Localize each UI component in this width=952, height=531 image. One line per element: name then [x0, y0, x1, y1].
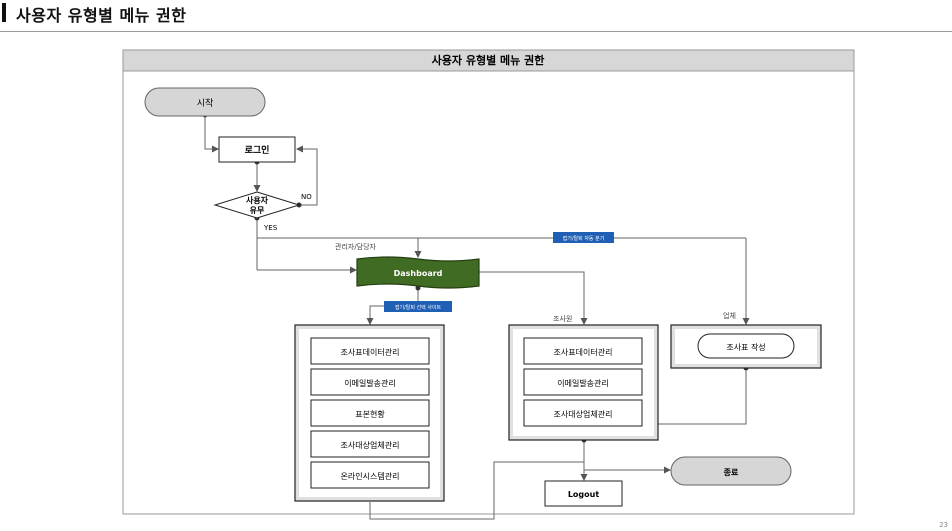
header-accent-bar [2, 3, 6, 22]
diagram-title: 사용자 유형별 메뉴 권한 [432, 53, 545, 67]
select-site-tag-label: 접기/탈퇴 선택 사이트 [395, 304, 442, 311]
admin-menu-item [310, 430, 430, 458]
header-divider [0, 31, 952, 32]
diagram-frame [122, 49, 855, 515]
login-box [218, 136, 296, 163]
admin-menu-item [310, 399, 430, 427]
company-branch-label: 업체 [723, 312, 736, 320]
dashboard-node [356, 256, 480, 289]
admin-menu-item-label: 온라인시스템관리 [341, 471, 400, 481]
decision-label-line1: 사용자 [246, 195, 269, 205]
admin-branch-label: 관리자/담당자 [335, 242, 377, 251]
page-number: 23 [939, 521, 948, 529]
admin-menu-item [310, 368, 430, 396]
surveyor-menu-item-label: 조사대상업체관리 [554, 409, 613, 419]
diagram-title-bar [122, 49, 855, 72]
select-site-tag [384, 301, 452, 312]
surveyor-menu-item [523, 368, 643, 396]
login-label: 로그인 [245, 145, 270, 156]
auto-branch-tag [553, 232, 614, 243]
yes-label: YES [263, 224, 278, 232]
page-title: 사용자 유형별 메뉴 권한 [16, 6, 187, 25]
auto-branch-tag-label: 접기/탈퇴 자동 분기 [563, 235, 605, 242]
dashboard-label: Dashboard [394, 269, 443, 278]
admin-menu-item [310, 337, 430, 365]
page-header: 사용자 유형별 메뉴 권한 [0, 0, 952, 32]
admin-menu-item-label: 조사표데이터관리 [341, 347, 400, 357]
end-terminal [670, 456, 792, 486]
company-menu-item-label: 조사표 작성 [726, 342, 765, 352]
start-terminal [144, 87, 266, 117]
logout-label: Logout [568, 490, 600, 499]
admin-menu-item-label: 조사대상업체관리 [341, 440, 400, 450]
admin-menu-items: 조사표데이터관리 이메일발송관리 표본현황 조사대상업체관리 온라인시스템관리 [310, 337, 430, 489]
surveyor-menu-item [523, 399, 643, 427]
decision-label-line2: 유무 [250, 206, 265, 215]
surveyor-menu-items: 조사표데이터관리 이메일발송관리 조사대상업체관리 [523, 337, 643, 427]
surveyor-menu-item [523, 337, 643, 365]
company-menu-item [697, 333, 795, 359]
end-label: 종료 [724, 468, 739, 477]
user-check-decision [213, 191, 301, 219]
surveyor-menu-item-label: 조사표데이터관리 [554, 347, 613, 357]
logout-box [544, 480, 623, 507]
no-label: NO [301, 193, 312, 201]
admin-menu-item [310, 461, 430, 489]
admin-menu-item-label: 이메일발송관리 [344, 378, 396, 388]
surveyor-branch-label: 조사원 [553, 314, 572, 323]
admin-menu-item-label: 표본현황 [355, 409, 385, 419]
start-label: 시작 [197, 98, 214, 109]
surveyor-menu-item-label: 이메일발송관리 [557, 378, 609, 388]
